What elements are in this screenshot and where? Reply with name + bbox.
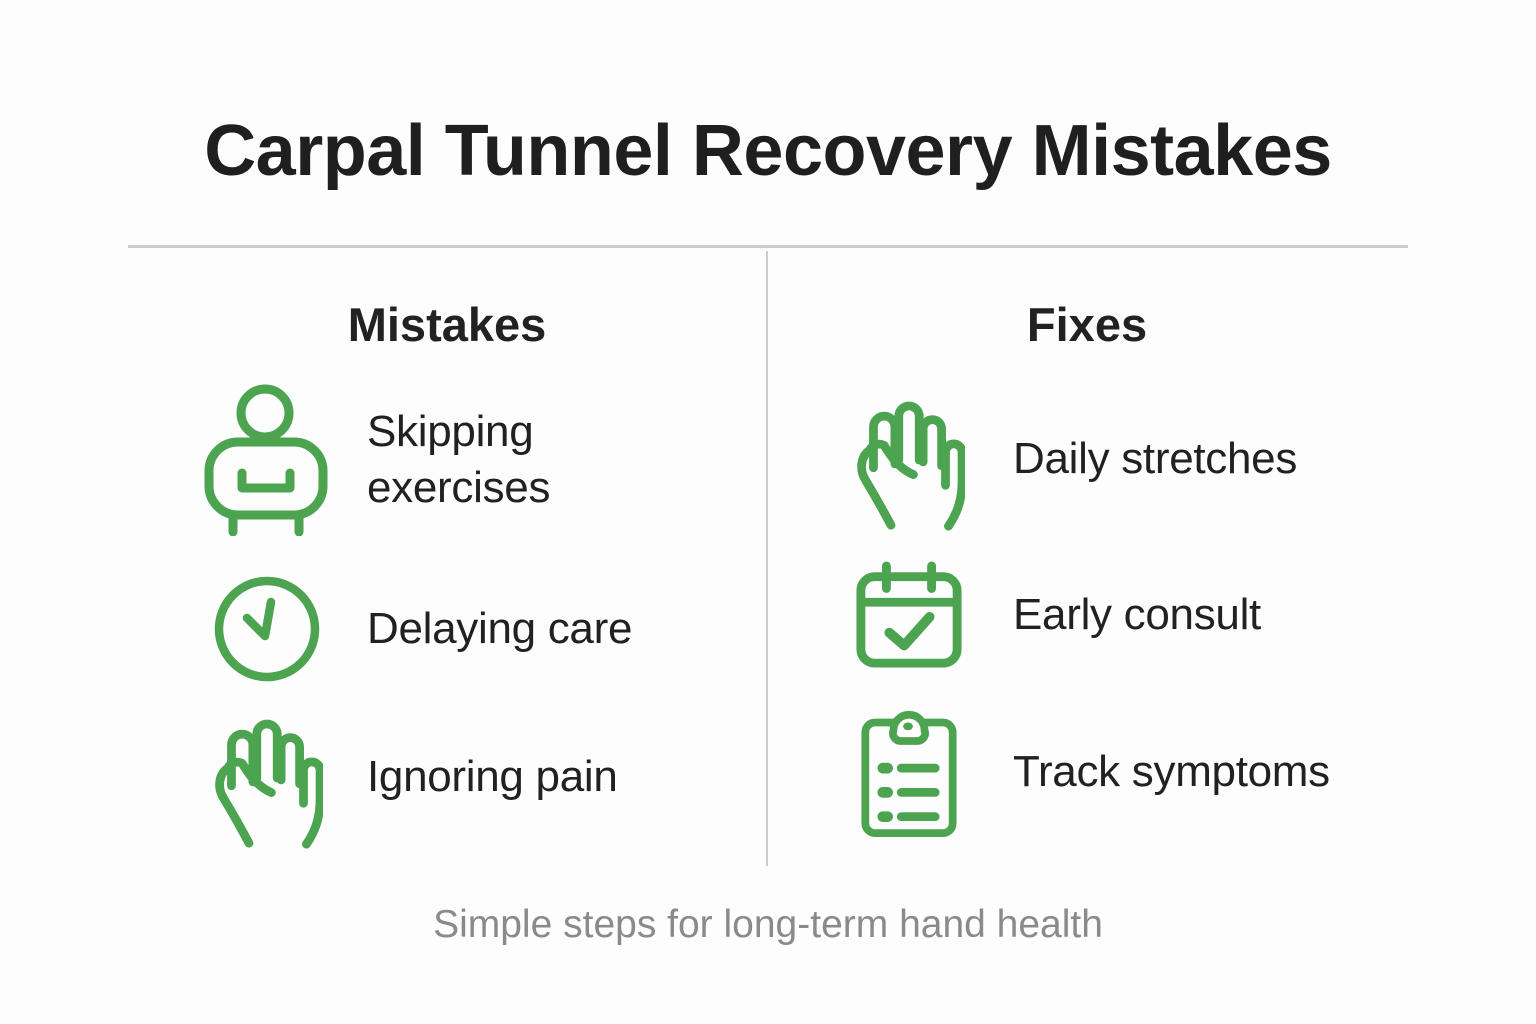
hand-icon: [193, 704, 341, 850]
list-item-early-consult: Early consult: [843, 556, 1261, 674]
clipboard-checklist-icon: [843, 707, 975, 838]
list-item-skipping-exercises: Skipping exercises: [193, 383, 677, 537]
item-label: Track symptoms: [1013, 747, 1330, 797]
list-item-daily-stretches: Daily stretches: [843, 383, 1297, 535]
column-header-fixes: Fixes: [1026, 298, 1148, 351]
item-label: Early consult: [1013, 590, 1261, 640]
column-header-mistakes: Mistakes: [347, 298, 547, 351]
item-label: Daily stretches: [1013, 434, 1298, 484]
list-item-delaying-care: Delaying care: [193, 571, 632, 687]
item-label: Ignoring pain: [367, 752, 618, 802]
list-item-track-symptoms: Track symptoms: [843, 704, 1330, 840]
item-label: Skipping exercises: [367, 407, 551, 512]
list-item-ignoring-pain: Ignoring pain: [193, 710, 618, 849]
person-exercise-icon: [193, 384, 341, 536]
header-divider: [128, 245, 1408, 248]
column-divider: [766, 251, 768, 866]
hand-icon: [843, 386, 975, 532]
clock-icon: [193, 575, 341, 683]
footer-caption: Simple steps for long-term hand health: [433, 903, 1103, 946]
calendar-check-icon: [843, 560, 975, 670]
page-title: Carpal Tunnel Recovery Mistakes: [204, 111, 1332, 191]
item-label: Delaying care: [367, 604, 633, 654]
